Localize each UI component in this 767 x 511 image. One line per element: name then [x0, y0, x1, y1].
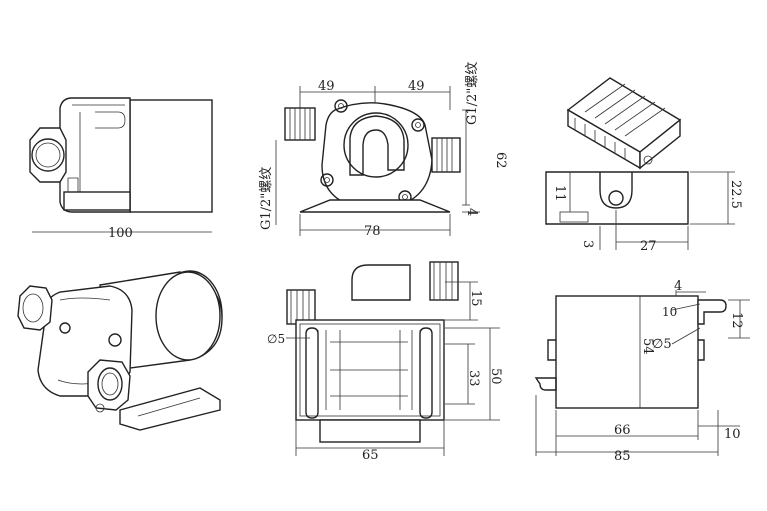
front-view: 49 49 62 4 78 G1/2"螺纹 G1/2"螺纹 [259, 62, 508, 239]
dim-bottom-width-outer: 85 [614, 449, 631, 464]
dim-front-height: 62 [493, 152, 508, 169]
label-thread-left: G1/2"螺纹 [259, 167, 274, 230]
dim-box-hole-height: 11 [552, 185, 567, 202]
dim-bottom-right-offset: 10 [724, 427, 741, 442]
dim-rear-height-outer: 50 [488, 368, 503, 385]
perspective-view [17, 270, 223, 431]
dim-bottom-height: 54 [640, 338, 655, 355]
dim-rear-width: 65 [362, 448, 379, 463]
dim-box-hole-distance: 27 [640, 239, 657, 254]
dim-bottom-width-inner: 66 [614, 423, 631, 438]
dim-box-hole-offset: 3 [580, 240, 595, 248]
rear-view: 15 ∅5 33 50 65 [267, 261, 503, 463]
dim-rear-height-inner: 33 [466, 370, 481, 387]
dim-front-half-right: 49 [408, 79, 425, 94]
side-view: 100 [29, 97, 213, 241]
dim-box-height: 22.5 [728, 180, 743, 209]
dim-bottom-slot: 10 [662, 305, 677, 319]
dim-front-half-left: 49 [318, 79, 335, 94]
dim-bottom-top-offset: 4 [674, 279, 682, 294]
dim-bottom-hole: ∅5 [652, 337, 672, 352]
bottom-view: 4 10 12 ∅5 54 66 85 10 [534, 279, 750, 464]
dim-rear-hole: ∅5 [267, 332, 285, 346]
dim-bottom-slot-height: 12 [729, 312, 744, 329]
dim-side-length: 100 [108, 226, 133, 241]
connector-box-view: 11 22.5 3 27 [545, 77, 743, 254]
label-thread-right: G1/2"螺纹 [465, 62, 480, 125]
dim-front-base-width: 78 [364, 224, 381, 239]
dim-rear-top: 15 [468, 290, 483, 307]
